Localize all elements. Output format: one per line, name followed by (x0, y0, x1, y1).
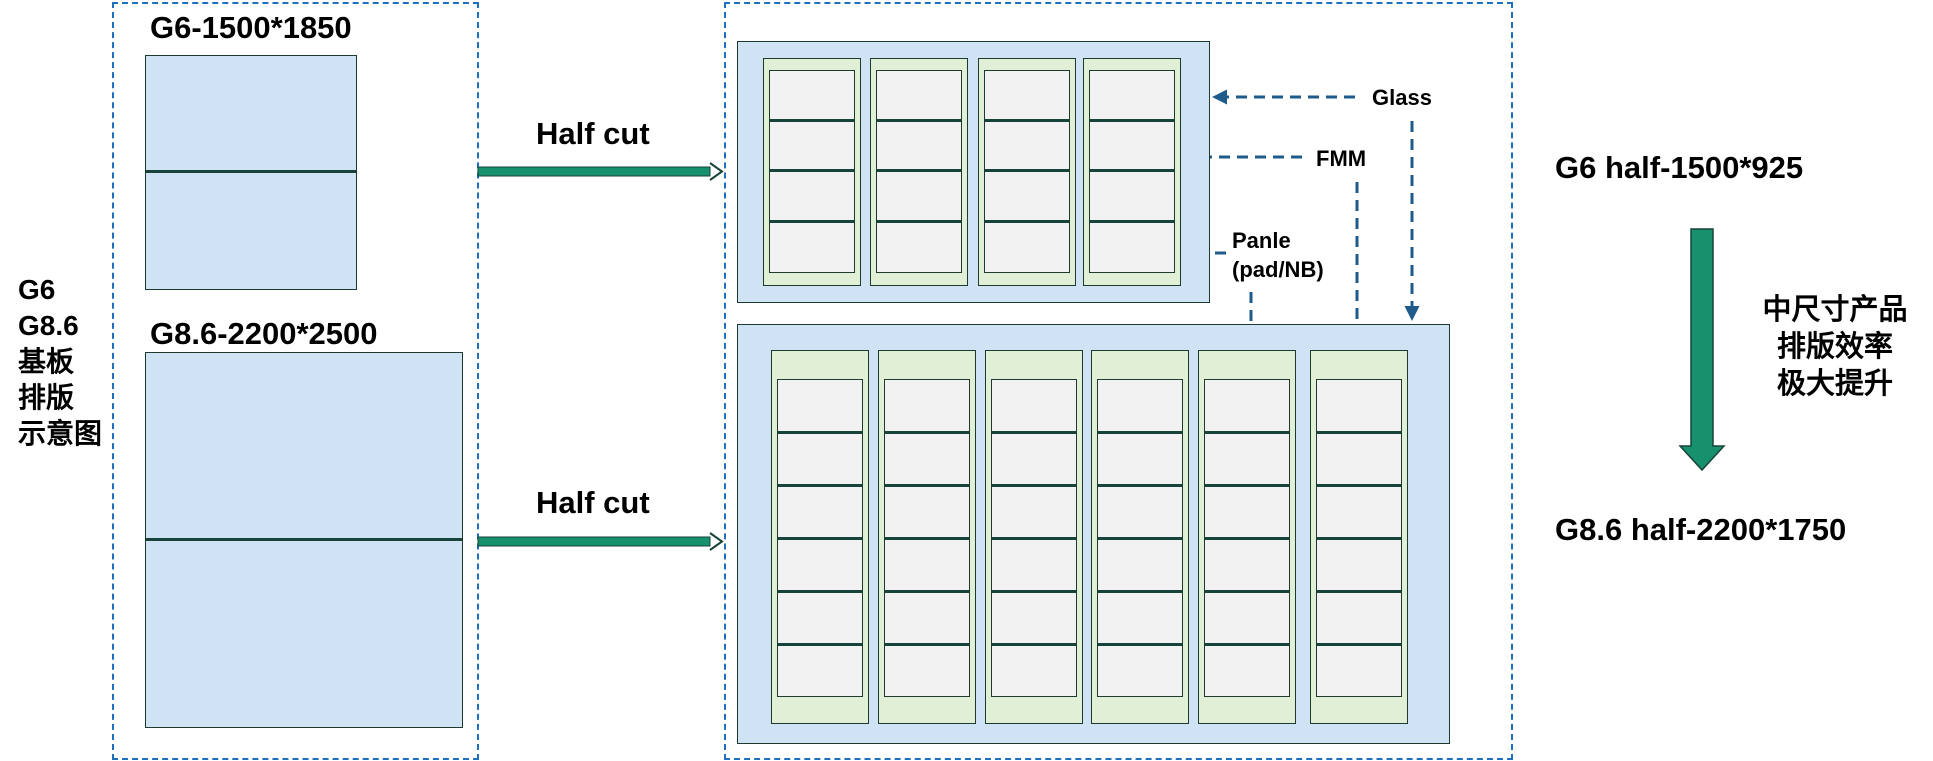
panel-separator (778, 431, 862, 434)
fmm-callout-arrows (1192, 149, 1365, 348)
glass-callout-label: Glass (1372, 85, 1432, 110)
g86-substrate-title: G8.6-2200*2500 (150, 316, 378, 351)
fmm-column (1310, 350, 1408, 724)
panel-separator (985, 220, 1069, 223)
panel-stack (991, 379, 1077, 697)
panel-separator (778, 643, 862, 646)
fmm-column (870, 58, 968, 286)
panel-separator (985, 169, 1069, 172)
panel-separator (992, 590, 1076, 593)
g6-substrate-title: G6-1500*1850 (150, 10, 352, 45)
panel-callout-label: Panle (pad/NB) (1232, 226, 1324, 284)
half-cut-group-box (724, 2, 1513, 760)
substrate-group-box (112, 2, 479, 760)
panel-separator (1317, 537, 1401, 540)
fmm-column (985, 350, 1083, 724)
left-label-line: G6 (18, 274, 56, 305)
fmm-column (1198, 350, 1296, 724)
half-cut-label-bottom: Half cut (536, 485, 650, 520)
panel-stack (876, 70, 962, 273)
panel-separator (885, 484, 969, 487)
panel-callout-line2: (pad/NB) (1232, 257, 1324, 282)
benefit-line: 极大提升 (1776, 368, 1893, 400)
panel-stack (1316, 379, 1402, 697)
panel-separator (1317, 590, 1401, 593)
g86-half-size-label: G8.6 half-2200*1750 (1555, 512, 1847, 547)
panel-separator (778, 590, 862, 593)
panel-separator (1090, 169, 1174, 172)
g6-half-size-label: G6 half-1500*925 (1555, 150, 1804, 185)
panel-callout-line1: Panle (1232, 228, 1291, 253)
panel-stack (1204, 379, 1290, 697)
half-cut-label-top: Half cut (536, 116, 650, 151)
panel-stack (1097, 379, 1183, 697)
g6-substrate (145, 55, 357, 290)
efficiency-down-arrow (1678, 228, 1726, 472)
left-label-line: G8.6 (18, 310, 79, 341)
benefit-line: 中尺寸产品 (1762, 294, 1908, 326)
panel-separator (885, 590, 969, 593)
panel-separator (885, 643, 969, 646)
fmm-column (978, 58, 1076, 286)
panel-separator (1098, 590, 1182, 593)
panel-separator (770, 169, 854, 172)
fmm-column (878, 350, 976, 724)
g86-half-glass (737, 324, 1450, 744)
glass-callout-arrows (1212, 89, 1420, 321)
half-cut-arrow-bottom (477, 532, 724, 551)
panel-separator (1098, 537, 1182, 540)
panel-separator (1205, 431, 1289, 434)
panel-separator (1205, 590, 1289, 593)
panel-separator (1317, 431, 1401, 434)
g6-cut-line (146, 170, 356, 173)
fmm-column (1091, 350, 1189, 724)
panel-stack (984, 70, 1070, 273)
panel-stack (769, 70, 855, 273)
panel-separator (992, 484, 1076, 487)
fmm-column (1083, 58, 1181, 286)
panel-separator (778, 484, 862, 487)
fmm-callout-label: FMM (1316, 146, 1367, 171)
panel-separator (778, 537, 862, 540)
panel-separator (877, 169, 961, 172)
efficiency-benefit-text: 中尺寸产品 排版效率 极大提升 (1745, 292, 1925, 403)
g86-substrate (145, 352, 463, 728)
g86-cut-line (146, 538, 462, 541)
panel-stack (777, 379, 863, 697)
panel-separator (1098, 484, 1182, 487)
panel-separator (885, 431, 969, 434)
panel-separator (985, 119, 1069, 122)
fmm-column (771, 350, 869, 724)
panel-separator (992, 643, 1076, 646)
fmm-column (763, 58, 861, 286)
left-label-line: 示意图 (18, 418, 103, 449)
panel-separator (1090, 220, 1174, 223)
panel-separator (1098, 431, 1182, 434)
half-cut-arrow-top (477, 162, 724, 181)
panel-separator (1205, 537, 1289, 540)
left-side-label: G6 G8.6 基板 排版 示意图 (18, 272, 118, 452)
panel-separator (770, 220, 854, 223)
panel-separator (1090, 119, 1174, 122)
panel-stack (1089, 70, 1175, 273)
panel-separator (885, 537, 969, 540)
panel-separator (1098, 643, 1182, 646)
panel-separator (770, 119, 854, 122)
panel-separator (1317, 484, 1401, 487)
g6-half-glass (737, 41, 1210, 303)
benefit-line: 排版效率 (1776, 331, 1893, 363)
panel-separator (992, 431, 1076, 434)
panel-separator (992, 537, 1076, 540)
panel-stack (884, 379, 970, 697)
panel-separator (877, 119, 961, 122)
panel-separator (1205, 484, 1289, 487)
left-label-line: 基板 (18, 346, 75, 377)
panel-separator (877, 220, 961, 223)
panel-separator (1205, 643, 1289, 646)
panel-separator (1317, 643, 1401, 646)
left-label-line: 排版 (18, 382, 75, 413)
